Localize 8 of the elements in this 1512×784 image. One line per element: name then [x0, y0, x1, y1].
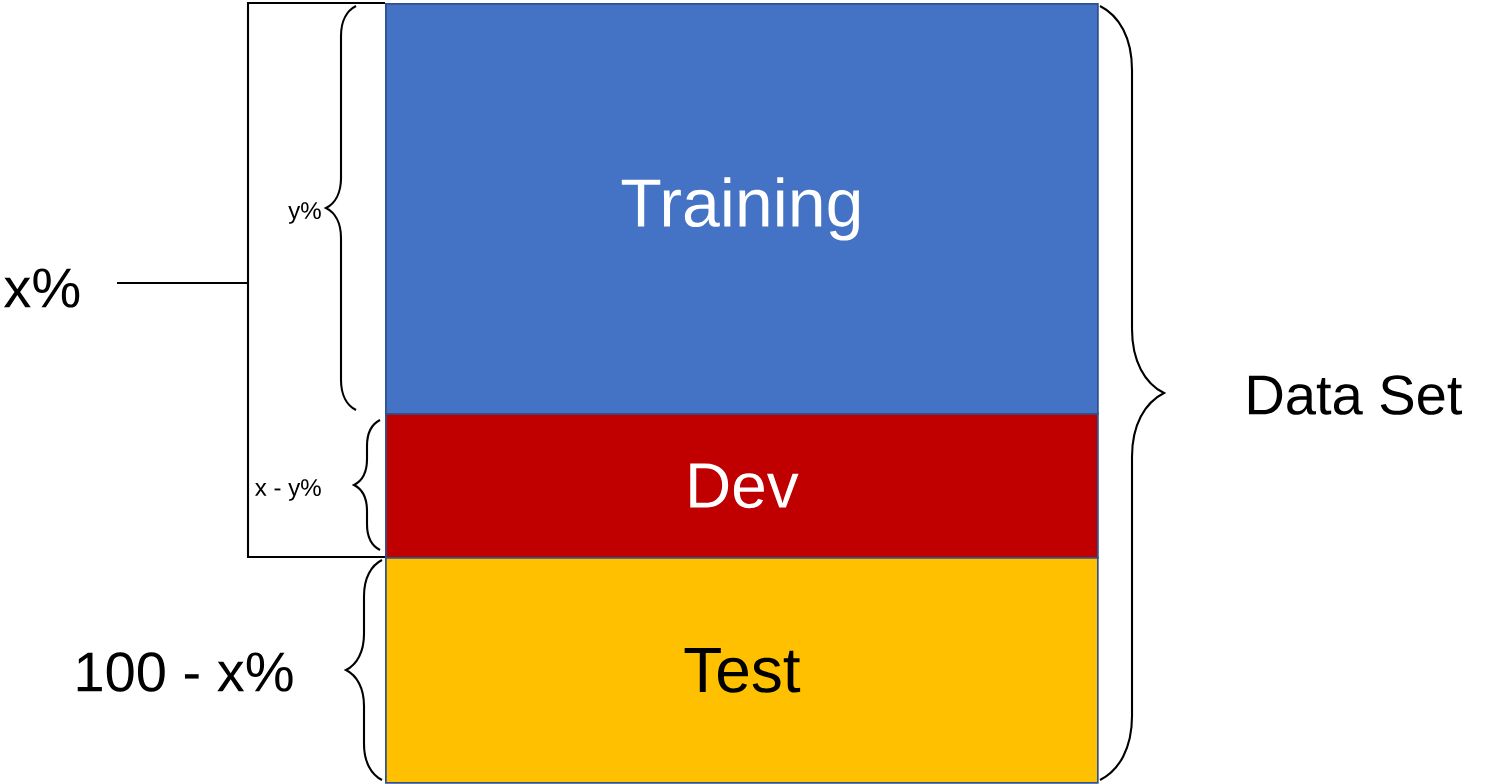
dimension-label: x%	[4, 268, 80, 308]
segment-box: Dev	[385, 413, 1099, 559]
dimension-label: x - y%	[255, 479, 321, 501]
dimension-label: 100 - x%	[77, 652, 293, 692]
segment-box: Test	[385, 557, 1099, 784]
dimension-label: Data Set	[1248, 375, 1462, 415]
dimension-label: y%	[288, 202, 321, 224]
segment-box: Training	[385, 3, 1099, 415]
